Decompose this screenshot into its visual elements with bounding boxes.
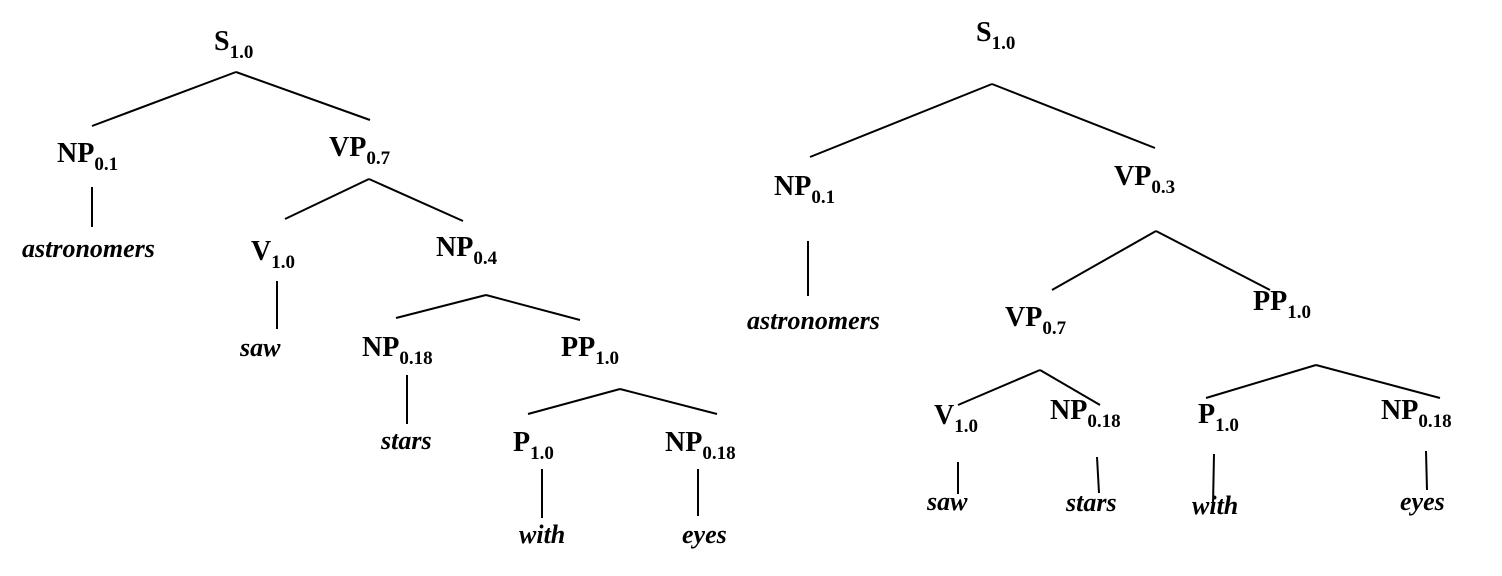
- edge-vp-v: [284, 178, 370, 220]
- node-np: NP0.18: [1381, 395, 1452, 432]
- word-saw: saw: [926, 487, 968, 516]
- word-stars: stars: [380, 426, 432, 455]
- node-v: V1.0: [251, 236, 295, 273]
- edge-np-np: [395, 294, 487, 319]
- node-np: NP0.18: [1050, 395, 1121, 432]
- edge-s-np: [809, 83, 993, 158]
- parse-tree-1: S1.0 NP0.1 VP0.7 astronomers V1.0 NP0.4 …: [22, 26, 736, 549]
- edge-vp-np: [1039, 369, 1101, 406]
- node-np: NP0.1: [774, 171, 835, 208]
- edge-pp-np: [1315, 364, 1441, 399]
- tree-1-edges: [91, 71, 718, 518]
- parse-tree-2: S1.0 NP0.1 VP0.3 astronomers VP0.7 PP1.0…: [747, 17, 1452, 520]
- node-vp: VP0.3: [1114, 161, 1175, 198]
- node-pp: PP1.0: [561, 332, 619, 369]
- word-eyes: eyes: [682, 520, 727, 549]
- node-p: P1.0: [513, 427, 554, 464]
- node-vp: VP0.7: [1005, 302, 1067, 339]
- node-s: S1.0: [214, 26, 253, 63]
- word-with: with: [519, 520, 565, 549]
- node-np: NP0.1: [57, 138, 118, 175]
- node-np: NP0.18: [362, 332, 433, 369]
- edge-s-vp: [235, 71, 371, 121]
- word-eyes: eyes: [1400, 487, 1445, 516]
- word-astronomers: astronomers: [22, 234, 155, 263]
- edge-vp-np: [368, 178, 464, 222]
- word-stars: stars: [1065, 488, 1117, 517]
- word-astronomers: astronomers: [747, 306, 880, 335]
- node-np: NP0.4: [436, 232, 498, 269]
- node-s: S1.0: [976, 17, 1015, 54]
- edge-np-stars: [1096, 456, 1100, 494]
- node-np: NP0.18: [665, 427, 736, 464]
- edge-np-eyes: [1425, 450, 1428, 491]
- edge-p-with: [1212, 453, 1215, 506]
- node-p: P1.0: [1198, 399, 1239, 436]
- edge-pp-np: [619, 388, 718, 415]
- word-with: with: [1192, 491, 1238, 520]
- edge-vp-v: [957, 369, 1041, 406]
- edge-np-pp: [485, 294, 581, 321]
- edge-s-np: [91, 71, 237, 127]
- tree-2-edges: [807, 83, 1441, 506]
- node-v: V1.0: [934, 400, 978, 437]
- edge-pp-p: [1205, 364, 1317, 399]
- node-vp: VP0.7: [329, 132, 391, 169]
- edge-vp-vp: [1051, 230, 1157, 291]
- node-pp: PP1.0: [1253, 286, 1311, 323]
- edge-s-vp: [991, 83, 1156, 149]
- word-saw: saw: [239, 333, 281, 362]
- edge-vp-pp: [1155, 230, 1271, 291]
- edge-pp-p: [527, 388, 621, 415]
